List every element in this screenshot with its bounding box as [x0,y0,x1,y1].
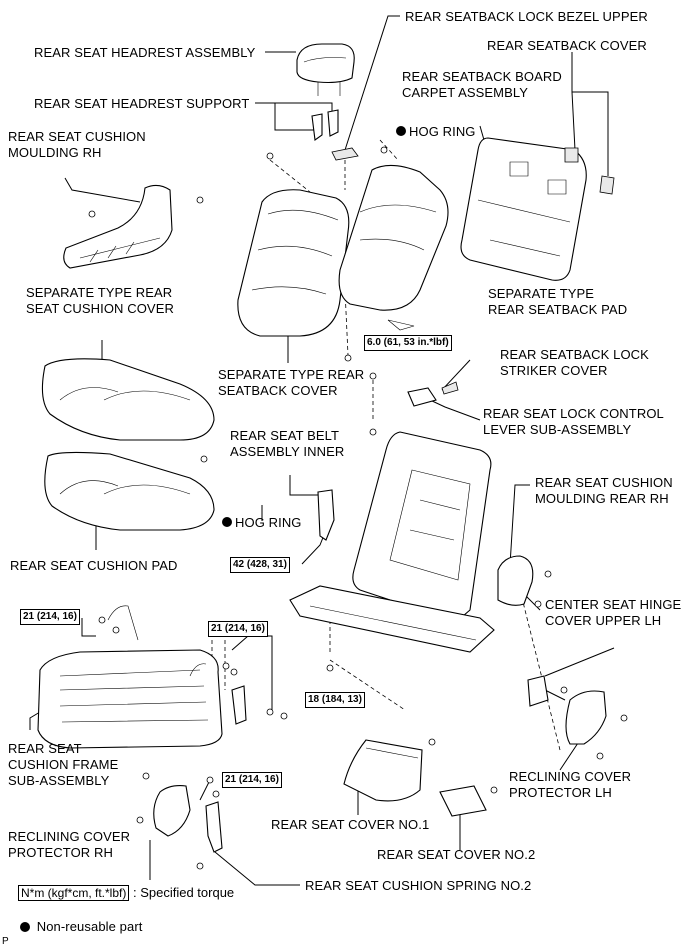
torque-21a: 21 (214, 16) [20,609,80,625]
rear-seat-belt-assembly-inner [318,490,334,540]
label-hog-ring-top: HOG RING [409,124,476,139]
non-reusable-marker-top [396,126,406,136]
rear-seatback-lock-bezel-upper [332,148,358,160]
separate-type-rear-seat-cushion-cover [42,359,214,440]
reclining-cover-protector-lh [566,691,606,744]
label-lock-control-lever-line2: LEVER SUB-ASSEMBLY [483,422,632,437]
hog-ring-top [381,147,387,153]
label-sep-seatback-cover-line1: SEPARATE TYPE REAR [218,367,365,382]
rear-seatback-cover-clips [565,148,614,194]
label-cover-no2: REAR SEAT COVER NO.2 [377,847,536,862]
label-cover-no1: REAR SEAT COVER NO.1 [271,817,430,832]
label-reclining-rh-line1: RECLINING COVER [8,829,131,844]
label-reclining-rh-line2: PROTECTOR RH [8,845,113,860]
legend-torque-box: N*m (kgf*cm, ft.*lbf) [18,885,130,901]
label-board-carpet-line2: CARPET ASSEMBLY [402,85,529,100]
label-hinge-cover-line1: CENTER SEAT HINGE [545,597,682,612]
separate-type-rear-seatback-cover [238,190,349,336]
legend-torque-desc: : Specified torque [132,885,235,900]
label-belt-assembly-inner-line2: ASSEMBLY INNER [230,444,345,459]
rear-seat-cushion-pad [45,452,214,530]
label-spring-no2: REAR SEAT CUSHION SPRING NO.2 [305,878,532,893]
rear-seat-cushion-frame-sub-assembly [38,606,222,748]
torque-21c: 21 (214, 16) [222,772,282,788]
rear-seatback-lock-striker-cover [442,382,458,394]
rear-seat-cushion-spring-no2 [206,802,222,852]
non-reusable-marker-mid [222,517,232,527]
rear-seatback-board-carpet-assembly [461,138,586,280]
rear-seat-cushion-moulding-rh [64,185,172,268]
label-moulding-rear-rh-line2: MOULDING REAR RH [535,491,669,506]
label-lock-control-lever-line1: REAR SEAT LOCK CONTROL [483,406,664,421]
separate-type-rear-seatback-pad [339,165,448,330]
legend-non-reusable-text: Non-reusable part [36,919,143,934]
bolts-nuts [89,153,627,869]
label-sep-cushion-cover-line2: SEAT CUSHION COVER [26,301,174,316]
label-reclining-lh-line2: PROTECTOR LH [509,785,612,800]
rear-seat-lock-control-lever-sub-assembly [408,388,436,406]
label-cushion-moulding-rh-line2: MOULDING RH [8,145,102,160]
bracket-bolt-set [232,686,246,724]
label-frame-line3: SUB-ASSEMBLY [8,773,110,788]
torque-42: 42 (428, 31) [230,557,290,573]
torque-18: 18 (184, 13) [305,692,365,708]
label-headrest-assembly: REAR SEAT HEADREST ASSEMBLY [34,45,256,60]
label-sep-seatback-cover-line2: SEATBACK COVER [218,383,338,398]
label-lock-striker-cover-line2: STRIKER COVER [500,363,608,378]
torque-21b: 21 (214, 16) [208,621,268,637]
label-lock-bezel-upper: REAR SEATBACK LOCK BEZEL UPPER [405,9,648,24]
center-seat-hinge-cover-upper-lh [528,676,548,706]
label-reclining-lh-line1: RECLINING COVER [509,769,632,784]
rear-seat-cover-no2 [440,786,486,816]
reclining-cover-protector-rh [154,786,190,836]
rear-seat-headrest-assembly [297,44,354,96]
rear-seat-headrest-support [312,110,338,140]
rear-seat-cover-no1 [344,740,422,801]
label-board-carpet-line1: REAR SEATBACK BOARD [402,69,562,84]
torque-6: 6.0 (61, 53 in.*lbf) [364,335,452,351]
corner-mark: P [2,936,9,947]
label-lock-striker-cover-line1: REAR SEATBACK LOCK [500,347,649,362]
legend-non-reusable-row: Non-reusable part [20,918,142,935]
label-hinge-cover-line2: COVER UPPER LH [545,613,662,628]
label-cushion-pad: REAR SEAT CUSHION PAD [10,558,178,573]
label-seatback-cover: REAR SEATBACK COVER [487,38,647,53]
legend-torque-row: N*m (kgf*cm, ft.*lbf) : Specified torque [18,884,234,901]
non-reusable-dot-icon [20,922,30,932]
label-cushion-moulding-rh-line1: REAR SEAT CUSHION [8,129,146,144]
label-belt-assembly-inner-line1: REAR SEAT BELT [230,428,340,443]
hog-ring-mid [201,456,207,462]
label-moulding-rear-rh-line1: REAR SEAT CUSHION [535,475,673,490]
label-hog-ring-mid: HOG RING [235,515,302,530]
label-sep-seatback-pad-line1: SEPARATE TYPE [488,286,595,301]
rear-seat-cushion-moulding-rear-rh [498,556,533,605]
label-frame-line1: REAR SEAT [8,741,82,756]
label-headrest-support: REAR SEAT HEADREST SUPPORT [34,96,250,111]
label-sep-cushion-cover-line1: SEPARATE TYPE REAR [26,285,173,300]
rear-seatback-frame [290,432,494,652]
label-sep-seatback-pad-line2: REAR SEATBACK PAD [488,302,628,317]
legend: N*m (kgf*cm, ft.*lbf) : Specified torque [18,884,234,901]
label-frame-line2: CUSHION FRAME [8,757,119,772]
